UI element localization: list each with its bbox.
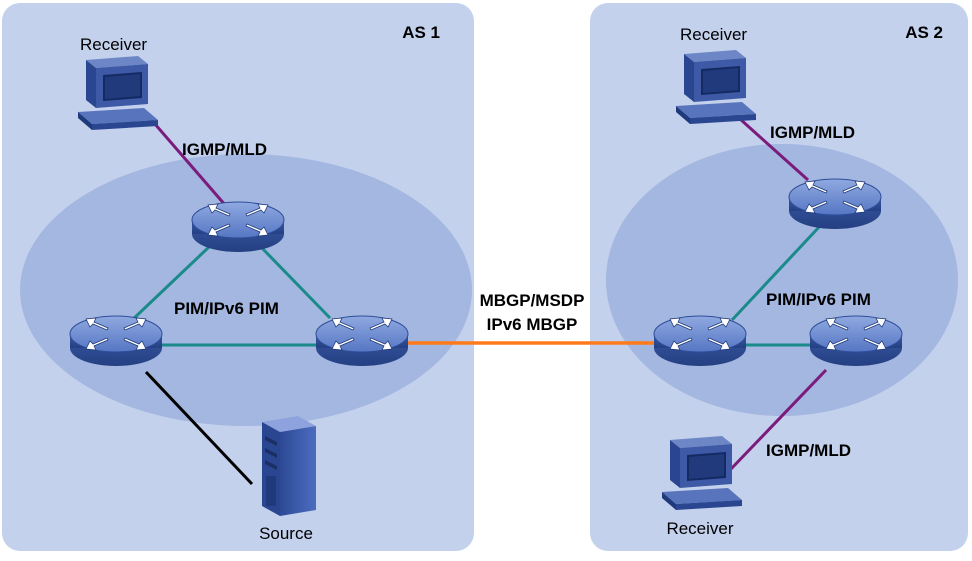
as2-receiver-top-computer-icon bbox=[676, 50, 756, 124]
as2-igmp-top-label: IGMP/MLD bbox=[770, 123, 855, 142]
as2-pim-label: PIM/IPv6 PIM bbox=[766, 290, 871, 309]
inter-as-label-line1: MBGP/MSDP bbox=[480, 291, 585, 310]
as1-source-server-icon bbox=[262, 416, 316, 516]
as2-router-top-icon bbox=[788, 178, 882, 230]
as1-igmp-label: IGMP/MLD bbox=[182, 140, 267, 159]
as1-source-label: Source bbox=[259, 524, 313, 543]
as1-igmp-link bbox=[146, 115, 228, 207]
as1-label: AS 1 bbox=[402, 23, 440, 42]
as1-receiver-computer-icon bbox=[78, 56, 158, 130]
as2-router-left-icon bbox=[653, 315, 747, 367]
as1-pim-domain bbox=[20, 154, 472, 426]
as1-router-left-icon bbox=[69, 315, 163, 367]
as2-igmp-link-bottom bbox=[728, 368, 828, 472]
as1-pim-link-top-right bbox=[258, 244, 332, 320]
as2-igmp-link-top bbox=[728, 108, 810, 182]
as2-label: AS 2 bbox=[905, 23, 943, 42]
as1-source-link bbox=[144, 370, 254, 486]
as2-igmp-bottom-label: IGMP/MLD bbox=[766, 441, 851, 460]
as1-router-right-icon bbox=[315, 315, 409, 367]
as1-pim-link-top-left bbox=[128, 244, 212, 324]
as2-receiver-top-label: Receiver bbox=[680, 25, 747, 44]
as2-receiver-bottom-computer-icon bbox=[662, 436, 742, 510]
as1-receiver-label: Receiver bbox=[80, 35, 147, 54]
as2-router-right-icon bbox=[809, 315, 903, 367]
as1-pim-label: PIM/IPv6 PIM bbox=[174, 299, 279, 318]
as2-pim-domain bbox=[606, 144, 958, 416]
inter-as-label-line2: IPv6 MBGP bbox=[487, 315, 578, 334]
as2-receiver-bottom-label: Receiver bbox=[666, 519, 733, 538]
as1-router-top-icon bbox=[191, 201, 285, 253]
as2-pim-link-diagonal bbox=[730, 224, 822, 322]
